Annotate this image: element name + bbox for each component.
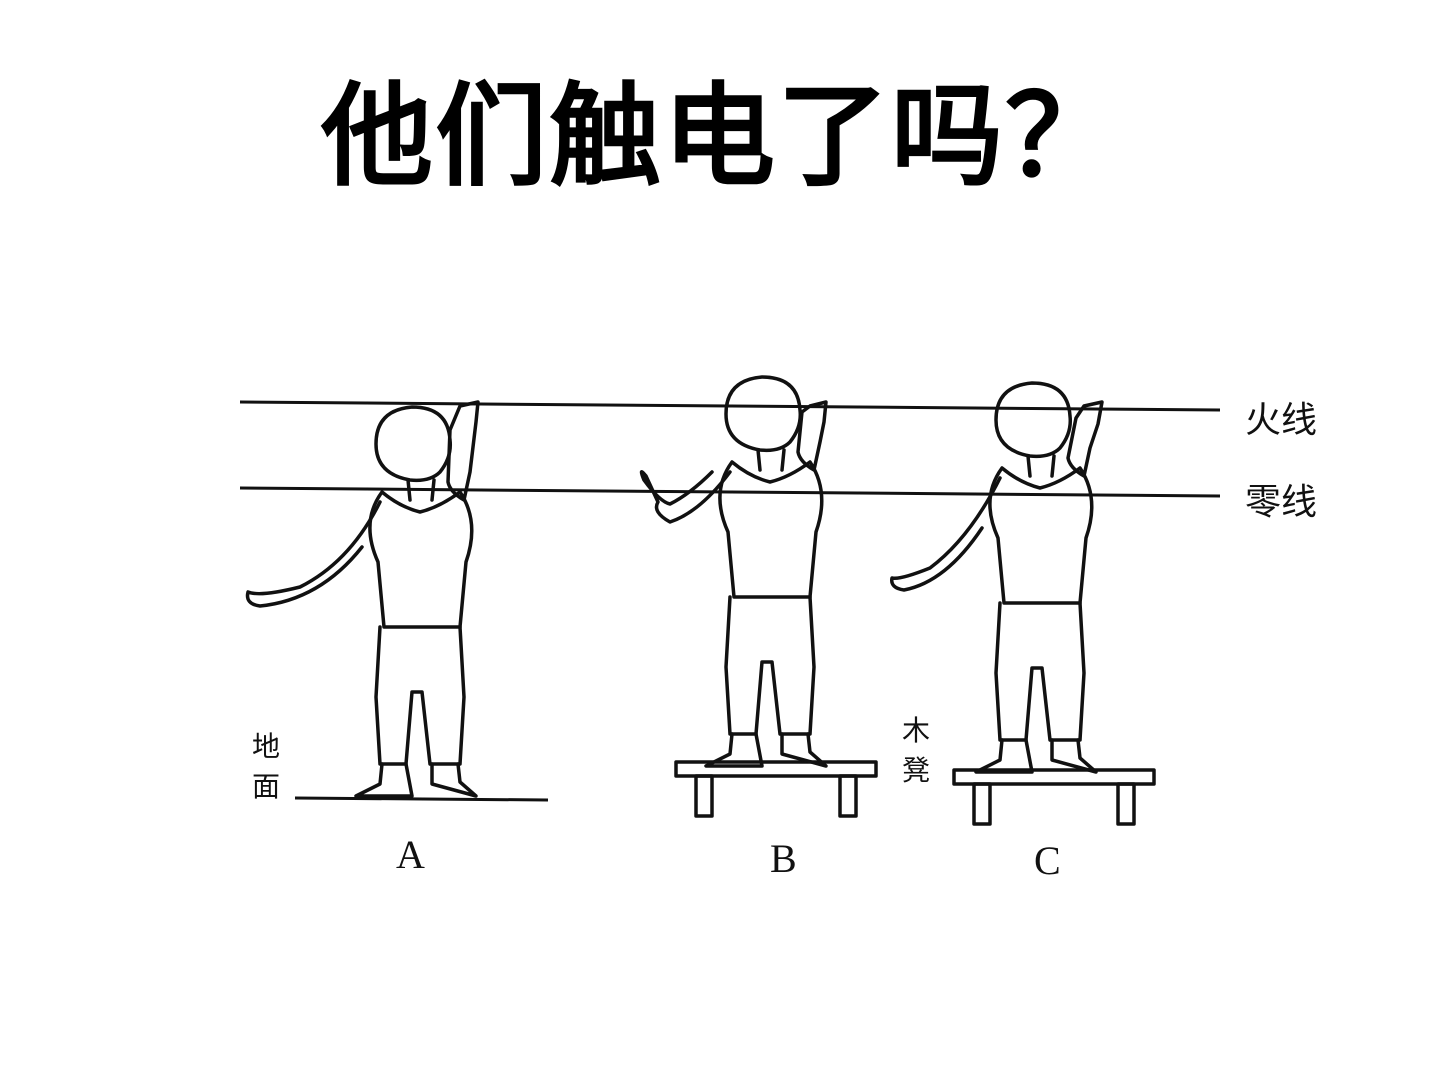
live-wire-label: 火线 [1245, 400, 1317, 441]
neutral-wire-label: 零线 [1245, 482, 1317, 523]
figure-a-label: A [396, 832, 425, 877]
stool-label-1: 木 [902, 714, 930, 747]
figure-b-label: B [770, 836, 797, 881]
ground-label-1: 地 [252, 730, 280, 763]
stool-label-2: 凳 [902, 754, 930, 787]
live-wire [239, 400, 1221, 412]
stool-c [952, 768, 1156, 826]
figure-c-label: C [1034, 838, 1061, 883]
slide-title: 他们触电了吗？ [321, 72, 1119, 202]
stool-b [674, 760, 878, 818]
ground-line [294, 796, 549, 802]
figure-c [890, 381, 1104, 774]
figure-a [245, 400, 480, 798]
neutral-wire [239, 486, 1221, 498]
figure-b [639, 375, 828, 768]
ground-label-2: 面 [252, 770, 280, 803]
